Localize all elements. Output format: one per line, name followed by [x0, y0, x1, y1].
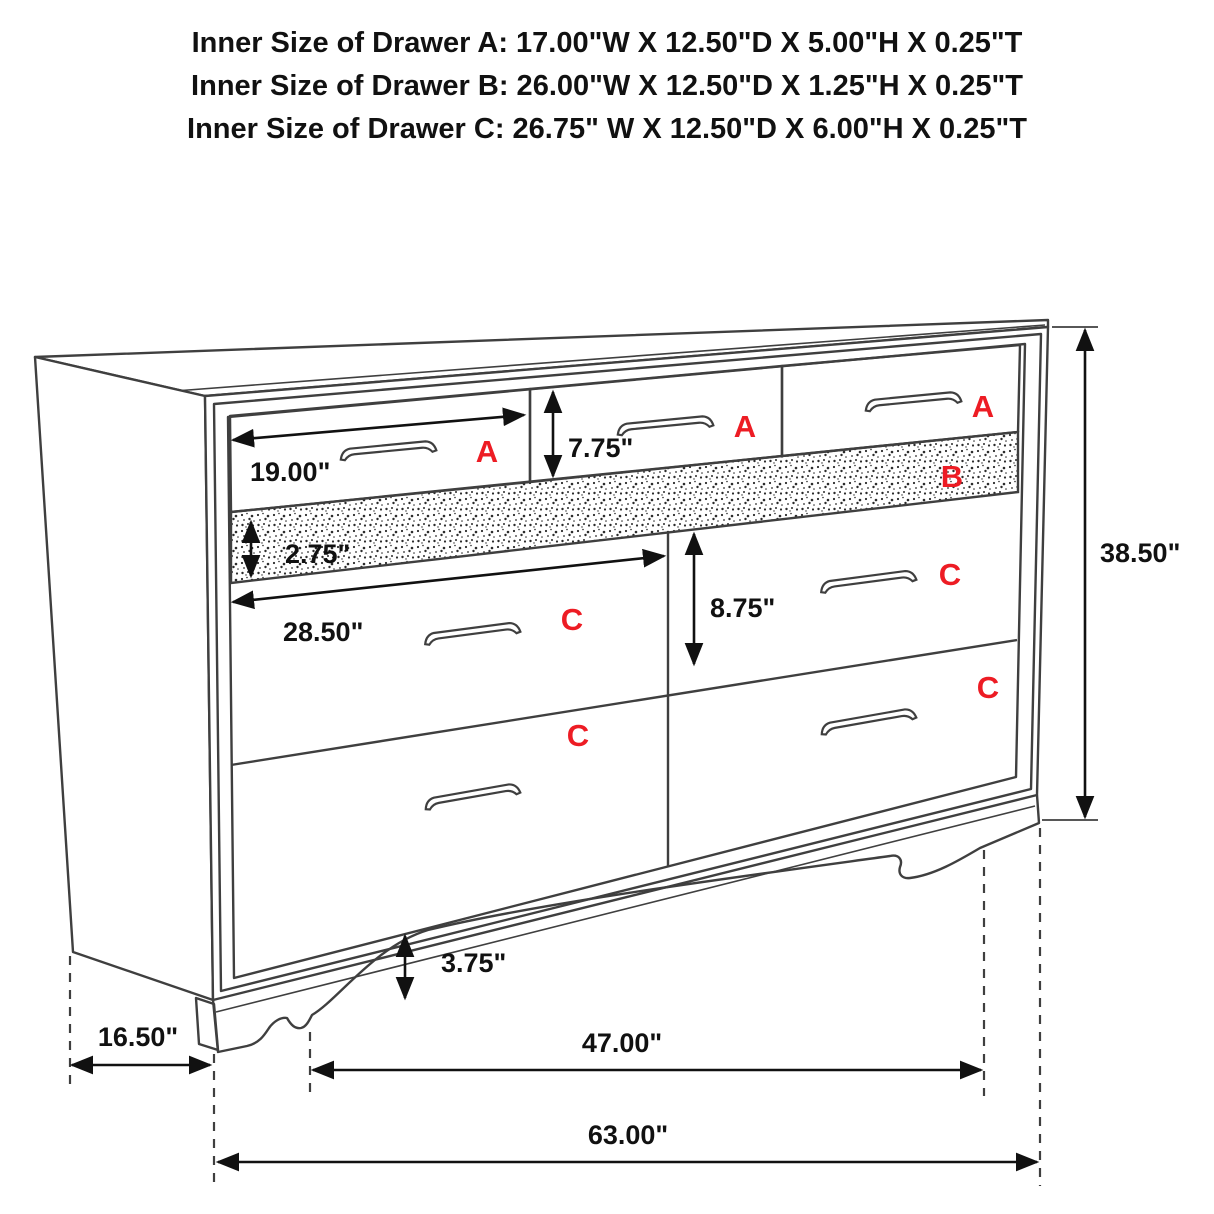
dim-label-overall-width: 63.00" [588, 1120, 668, 1150]
dim-arrow-drawer-c-width [230, 548, 667, 610]
spec-line-drawer-c: Inner Size of Drawer C: 26.75" W X 12.50… [187, 113, 1027, 145]
base-feet-contour [211, 794, 1041, 1054]
projection-lines [68, 828, 1042, 1186]
dresser-top-bevel-line [174, 324, 1046, 392]
spec-line-drawer-b: Inner Size of Drawer B: 26.00"W X 12.50"… [191, 70, 1023, 102]
dim-label-drawer-c-height: 8.75" [710, 593, 775, 623]
dim-arrow-drawer-a-width [230, 407, 527, 448]
base-molding-line [215, 805, 1036, 1013]
dim-label-drawer-b-height: 2.75" [285, 539, 350, 569]
dim-label-foot-height: 3.75" [441, 948, 506, 978]
dim-label-drawer-a-height: 7.75" [568, 433, 633, 463]
drawer-b-label: B [941, 459, 963, 494]
dresser-body [33, 318, 1050, 1054]
drawer-c-row-divider [230, 638, 1018, 767]
dim-label-drawer-a-width: 19.00" [250, 457, 330, 487]
dresser-left-side-panel [33, 355, 215, 1002]
drawer-c-right-top-label: C [939, 557, 961, 592]
drawer-a1-label: A [476, 434, 498, 469]
drawer-c-left-bottom-label: C [567, 718, 589, 753]
spec-line-drawer-a: Inner Size of Drawer A: 17.00"W X 12.50"… [191, 27, 1023, 59]
drawer-a2-label: A [734, 409, 756, 444]
drawer-a3-label: A [972, 389, 994, 424]
spec-header: Inner Size of Drawer A: 17.00"W X 12.50"… [0, 22, 1214, 151]
drawer-c-left-top-label: C [561, 602, 583, 637]
dim-label-feet-span: 47.00" [582, 1028, 662, 1058]
drawer-c-right-bottom-label: C [977, 670, 999, 705]
dim-label-overall-height: 38.50" [1100, 538, 1180, 568]
dresser-front-frame-mid [212, 332, 1043, 993]
dim-label-drawer-c-width: 28.50" [283, 617, 363, 647]
dim-label-side-depth: 16.50" [98, 1022, 178, 1052]
dimension-annotations: 19.00" 7.75" 2.75" 28.50" 8.75" 38.50" 3… [69, 326, 1180, 1172]
